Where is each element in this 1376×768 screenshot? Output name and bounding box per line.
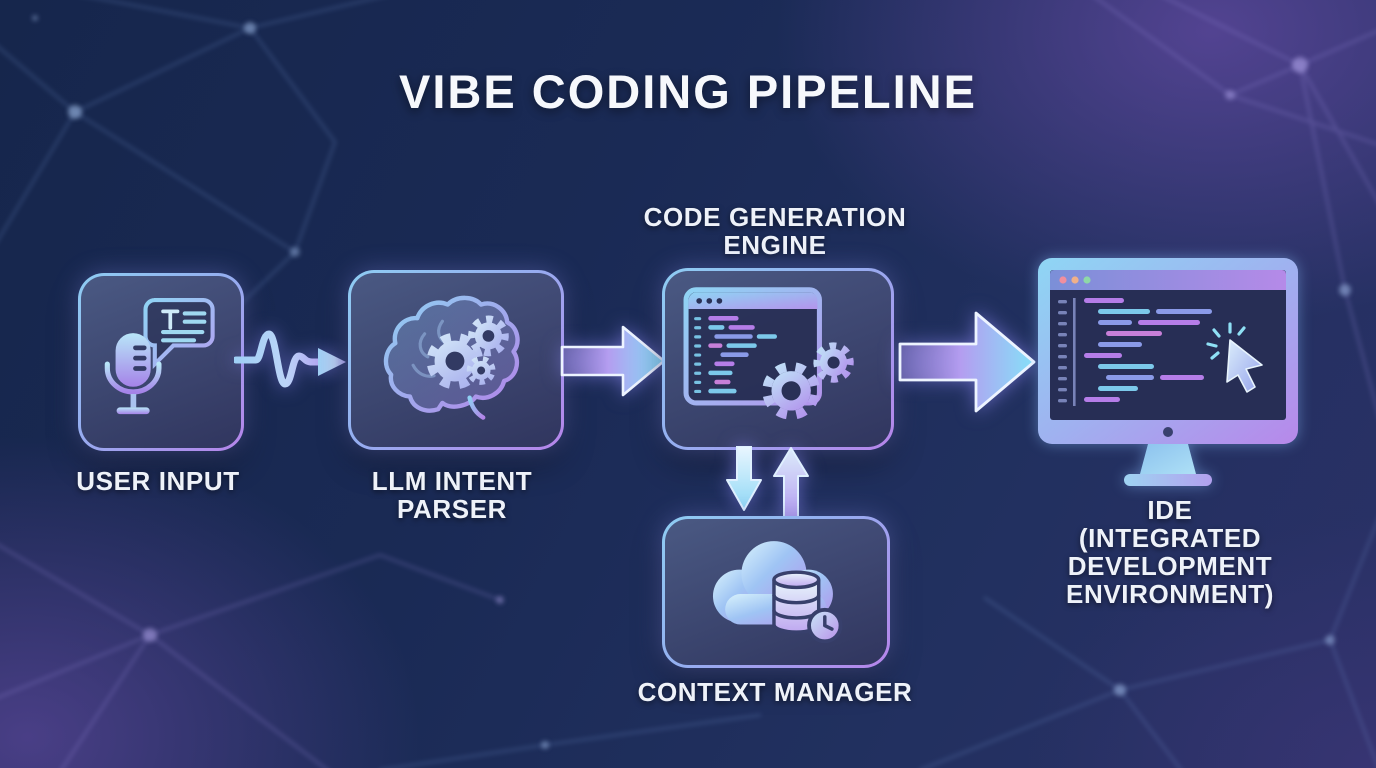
label-context-manager: CONTEXT MANAGER — [625, 678, 925, 706]
code-window-gears-icon — [683, 287, 854, 420]
label-code-generation-engine: CODE GENERATION ENGINE — [625, 203, 925, 259]
monitor-code-cursor-icon — [1038, 258, 1298, 486]
node-context-manager-panel — [665, 519, 887, 665]
label-line: ENVIRONMENT) — [1066, 579, 1274, 609]
cursor-click-icon — [1206, 322, 1263, 393]
cloud-database-clock-icon — [712, 541, 843, 644]
brain-gears-icon — [383, 295, 520, 420]
node-user-input-panel — [81, 276, 241, 448]
label-line: (INTEGRATED — [1078, 523, 1262, 553]
label-line: USER INPUT — [76, 466, 240, 496]
node-context-manager — [662, 516, 890, 668]
connector-user-input-to-llm-wavy-arrow-icon — [234, 330, 346, 388]
label-ide: IDE (INTEGRATED DEVELOPMENT ENVIRONMENT) — [1040, 496, 1300, 608]
label-line: IDE — [1147, 495, 1193, 525]
label-line: DEVELOPMENT — [1067, 551, 1273, 581]
label-user-input: USER INPUT — [38, 467, 278, 495]
node-llm-intent-parser-panel — [351, 273, 561, 447]
label-line: CONTEXT MANAGER — [637, 677, 913, 707]
connector-codegen-context-bidirectional-arrows-icon — [726, 446, 809, 518]
connector-llm-to-codegen-block-arrow-icon — [560, 325, 666, 397]
node-code-generation-engine — [662, 268, 894, 450]
node-user-input — [78, 273, 244, 451]
connector-codegen-to-ide-block-arrow-icon — [898, 311, 1036, 413]
label-line: CODE GENERATION — [643, 202, 907, 232]
node-llm-intent-parser — [348, 270, 564, 450]
microphone-speech-bubble-icon — [104, 298, 215, 415]
label-line: PARSER — [396, 494, 508, 524]
node-code-generation-engine-panel — [665, 271, 891, 447]
label-llm-intent-parser: LLM INTENT PARSER — [352, 467, 552, 523]
diagram-title: VIBE CODING PIPELINE — [399, 65, 977, 118]
label-line: LLM INTENT — [371, 466, 533, 496]
label-line: ENGINE — [723, 230, 827, 260]
